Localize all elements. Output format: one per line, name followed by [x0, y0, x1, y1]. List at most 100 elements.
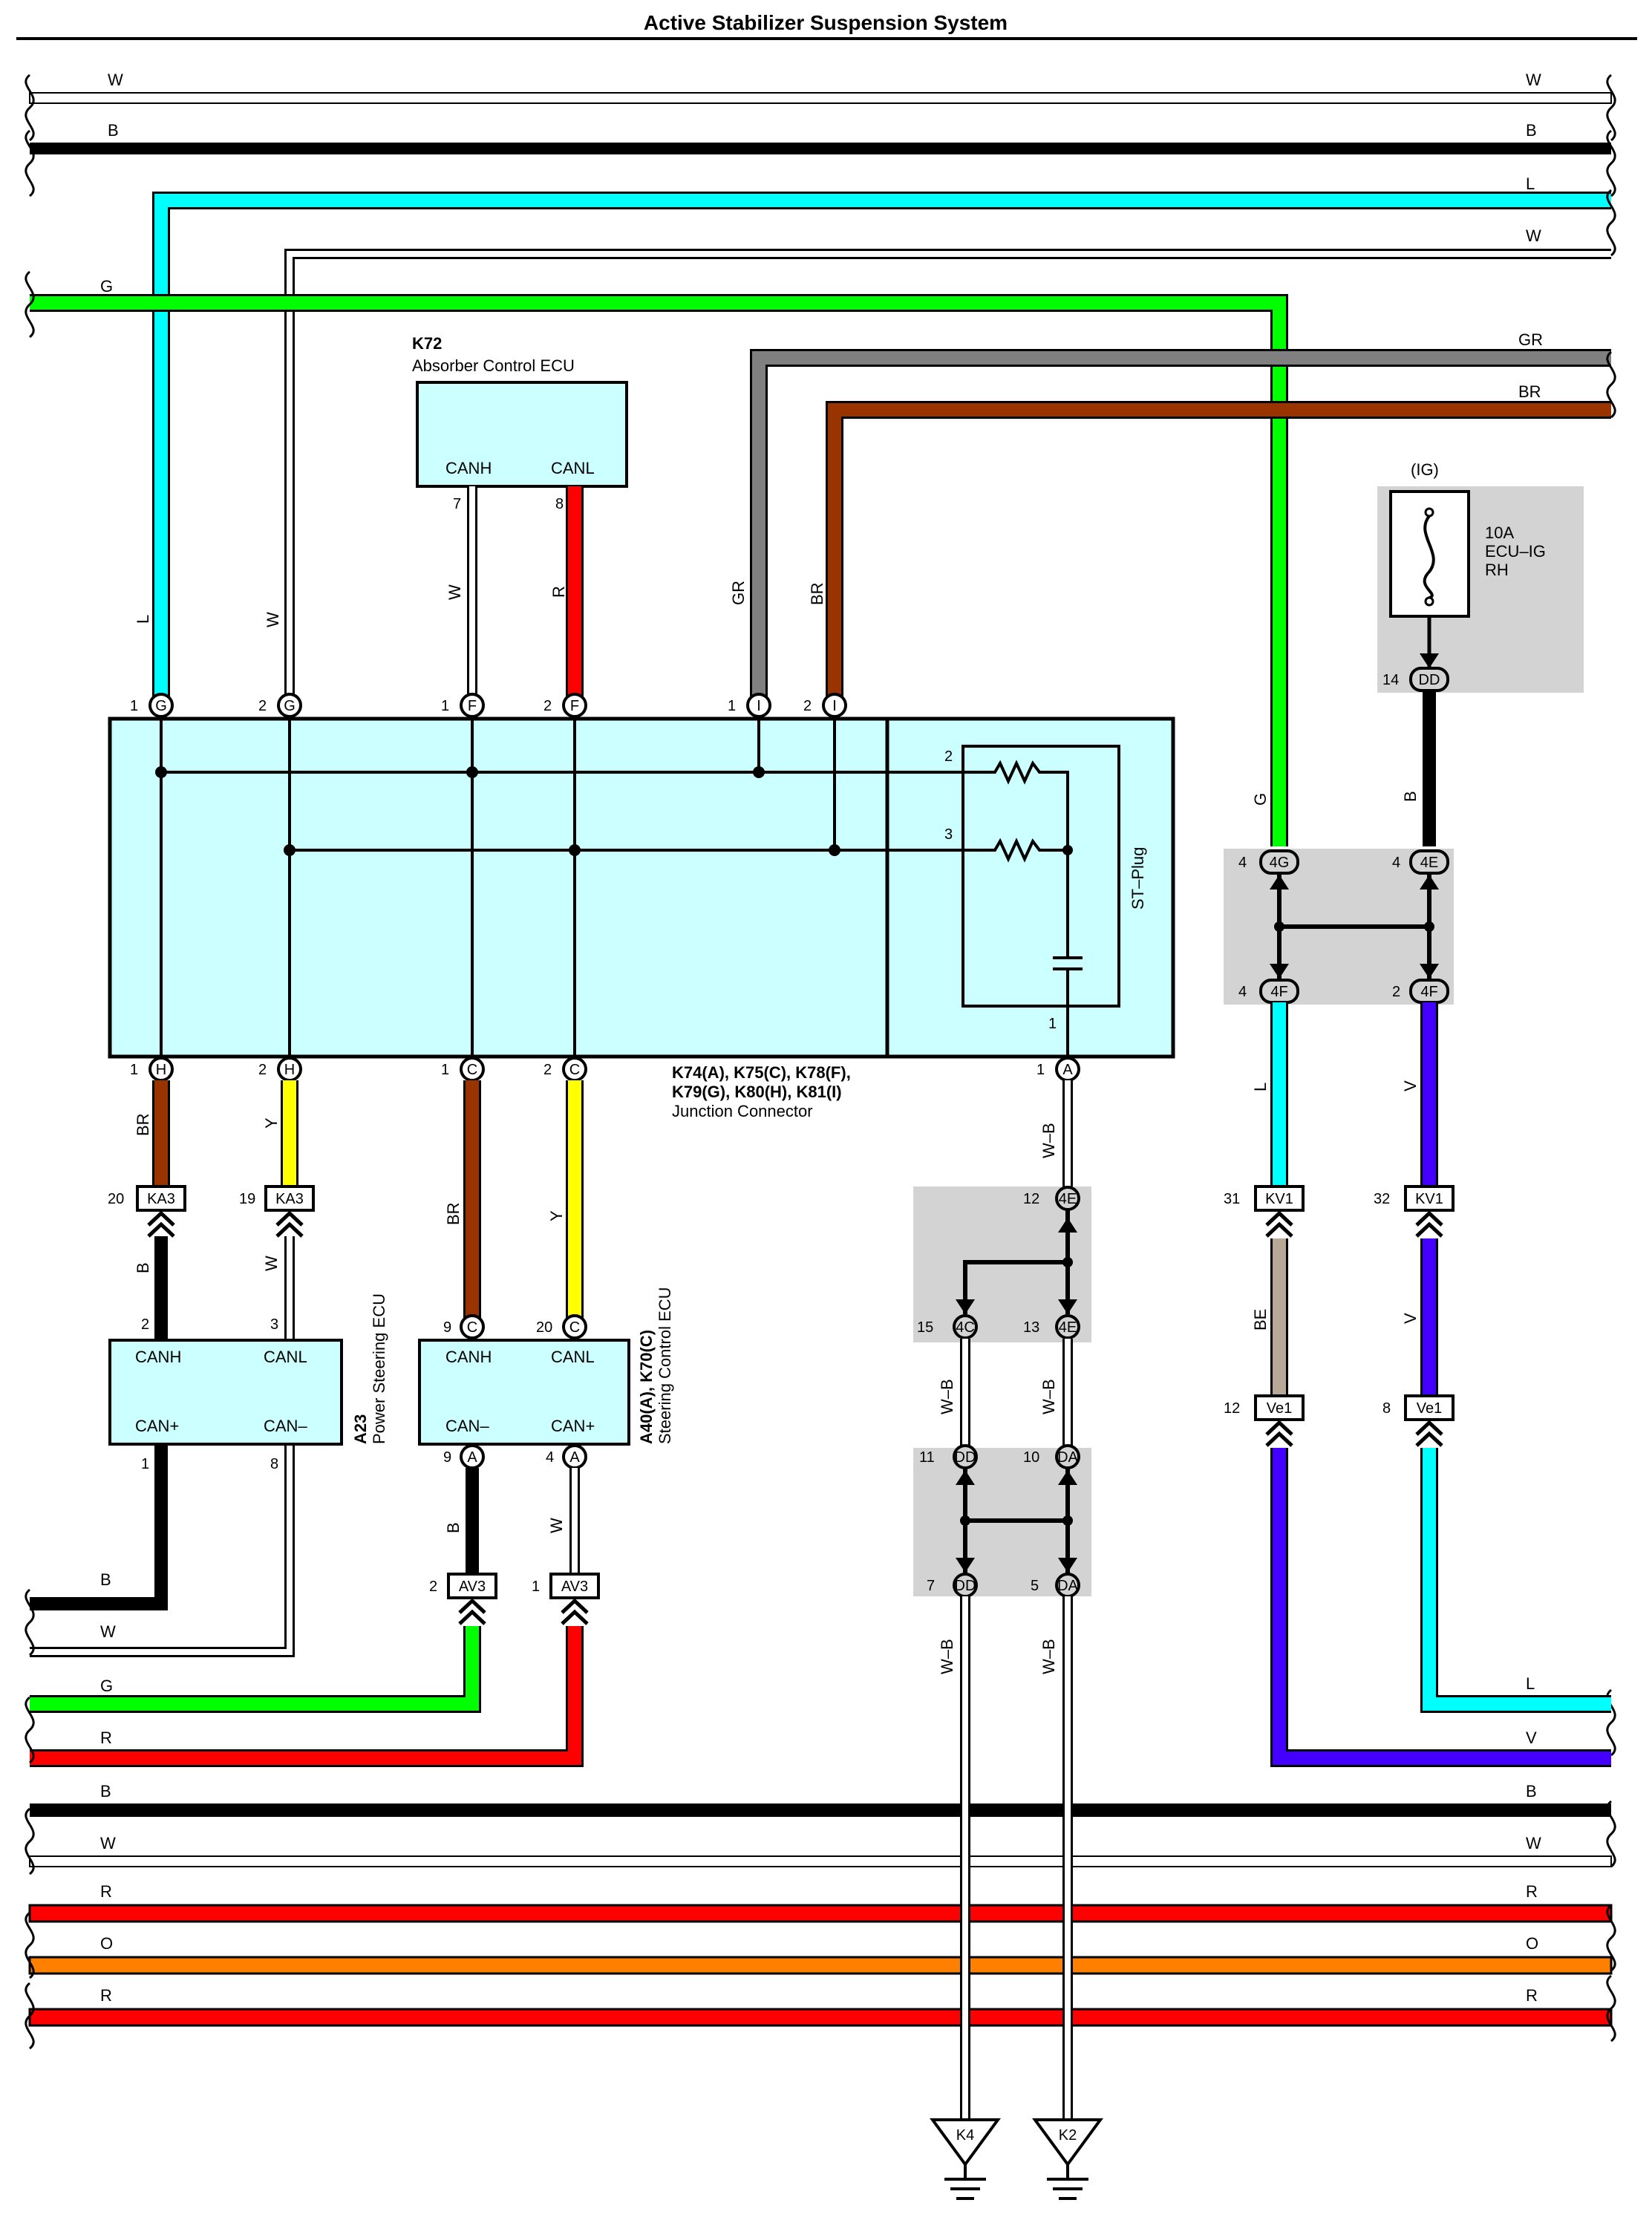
wire-label: W — [100, 1834, 116, 1852]
diagram-title: Active Stabilizer Suspension System — [644, 11, 1008, 34]
wire-label: V — [1526, 1729, 1537, 1747]
conn-id: AV3 — [561, 1579, 588, 1595]
conn-id: 4F — [1270, 984, 1287, 1000]
pin-number: 1 — [532, 1579, 540, 1595]
conn-id: Ve1 — [1417, 1400, 1442, 1417]
wire-label: R — [1526, 1986, 1538, 2005]
wire-label: V — [1401, 1313, 1420, 1324]
ground-k2: K2 — [1032, 2118, 1103, 2200]
conn-id: H — [156, 1062, 166, 1078]
pin-number: 13 — [1023, 1319, 1039, 1336]
wire-label: B — [1401, 791, 1420, 802]
wire-label: R — [100, 1729, 112, 1747]
pin-number: 2 — [1392, 984, 1400, 1000]
st-plug-label: ST–Plug — [1129, 847, 1147, 910]
junction-connector: 2 3 1 ST–Plug K74(A), K75(C), K78(F), K7… — [108, 716, 1175, 1120]
pin-number: 2 — [543, 698, 552, 714]
wire-label: W — [262, 1256, 281, 1271]
conn-id: H — [284, 1062, 295, 1078]
wire-gr — [752, 351, 1611, 698]
pin-number: 1 — [1036, 1062, 1045, 1078]
pin-number: 8 — [270, 1456, 278, 1472]
conn-id: F — [468, 698, 477, 714]
pin-number: 1 — [441, 1062, 449, 1078]
wire-br — [828, 403, 1611, 698]
junction-internal — [160, 719, 987, 1057]
conn-id: G — [155, 698, 167, 714]
junction-codes: K79(G), K80(H), K81(I) — [672, 1083, 842, 1101]
wire-label: W–B — [1039, 1379, 1058, 1414]
wire-label: W — [1526, 71, 1541, 89]
ka3-connectors: KA3 20 KA3 19 — [108, 1185, 315, 1238]
a23-power-steering-ecu: CANH CANL CAN+ CAN– A23 Power Steering E… — [108, 1293, 388, 1446]
wire-label: W — [264, 612, 282, 627]
pin-label: CANH — [445, 1348, 492, 1366]
fuse-amp: 10A — [1485, 523, 1514, 542]
wire-label: B — [100, 1570, 111, 1589]
junction-block-4g-4e-4f: 4G 4 4E 4 4F 4 4F 2 — [1224, 849, 1454, 1005]
wire-label: BR — [134, 1113, 152, 1136]
wire-label: W–B — [938, 1639, 956, 1674]
conn-id: C — [467, 1062, 477, 1078]
conn-id: A — [1062, 1062, 1073, 1078]
pin-number: 2 — [258, 698, 267, 714]
junction-name: Junction Connector — [672, 1102, 813, 1120]
conn-id: Ve1 — [1267, 1400, 1292, 1417]
pin-label: CANL — [264, 1348, 307, 1366]
pin-number: 1 — [728, 698, 736, 714]
pin-label: CANH — [135, 1348, 181, 1366]
ground-label: K4 — [956, 2127, 974, 2144]
pin-number: 20 — [536, 1319, 552, 1336]
wire-label: L — [1526, 1674, 1535, 1693]
wire-label: R — [100, 1882, 112, 1901]
wire-label: L — [1251, 1083, 1270, 1091]
pin-number: 2 — [258, 1062, 267, 1078]
conn-id: 4E — [1059, 1319, 1077, 1336]
pin-number: 2 — [543, 1062, 552, 1078]
resistor-1 — [987, 760, 1069, 958]
pin-number: 1 — [441, 698, 449, 714]
conn-id: DA — [1057, 1449, 1078, 1466]
wire-label: W–B — [1039, 1639, 1058, 1674]
wire-label: GR — [1518, 330, 1543, 349]
pin-number: 4 — [1392, 855, 1400, 871]
conn-id: DA — [1057, 1578, 1078, 1594]
pin-number: 2 — [803, 698, 812, 714]
junction-top-pins: G 1 G 2 F 1 F 2 I 1 I 2 — [130, 693, 847, 718]
pin-number: 4 — [1238, 855, 1247, 871]
component-name: Power Steering ECU — [370, 1293, 388, 1444]
wire-label: W — [108, 71, 123, 89]
pin-number: 2 — [944, 748, 953, 765]
wire-label: O — [1526, 1934, 1538, 1953]
pin-label: CANL — [551, 1348, 595, 1366]
wire-label: V — [1401, 1080, 1420, 1091]
conn-id: 4E — [1420, 855, 1438, 871]
component-name: Absorber Control ECU — [412, 356, 575, 375]
top-bus: W W B B L W G GR BR — [29, 71, 1612, 846]
junction-box — [108, 716, 1175, 1059]
a40-steering-control-ecu: C 9 C 20 CANH CANL CAN– CAN+ A 9 A 4 A40… — [418, 1287, 674, 1469]
wire-label: W–B — [1039, 1123, 1058, 1158]
bus-b-top — [30, 143, 1611, 154]
pin-number: 7 — [453, 496, 461, 512]
wire-label: Y — [547, 1210, 566, 1221]
ecu-box — [416, 381, 628, 488]
kv1-connectors: KV1 31 KV1 32 — [1224, 1185, 1455, 1238]
pin-number: 14 — [1382, 672, 1399, 688]
junction-bottom-pins: H 1 H 2 C 1 C 2 A 1 — [130, 1057, 1080, 1082]
component-code: A23 — [351, 1414, 370, 1444]
wire-w — [287, 251, 1611, 698]
wire-label: Y — [262, 1117, 281, 1129]
bottom-bus: B B W W R R O O R R — [28, 1782, 1613, 2027]
ground-k4: K4 — [930, 2118, 1001, 2200]
pin-label: CAN+ — [551, 1417, 595, 1435]
wire-label: R — [549, 586, 568, 598]
fuse-ig-label: (IG) — [1411, 460, 1439, 479]
wire-label: R — [1526, 1882, 1538, 1901]
wire-label: B — [108, 121, 119, 140]
conn-id: KV1 — [1415, 1191, 1443, 1207]
conn-id: A — [569, 1449, 580, 1466]
conn-id: A — [467, 1449, 477, 1466]
wire-label: B — [444, 1522, 463, 1533]
